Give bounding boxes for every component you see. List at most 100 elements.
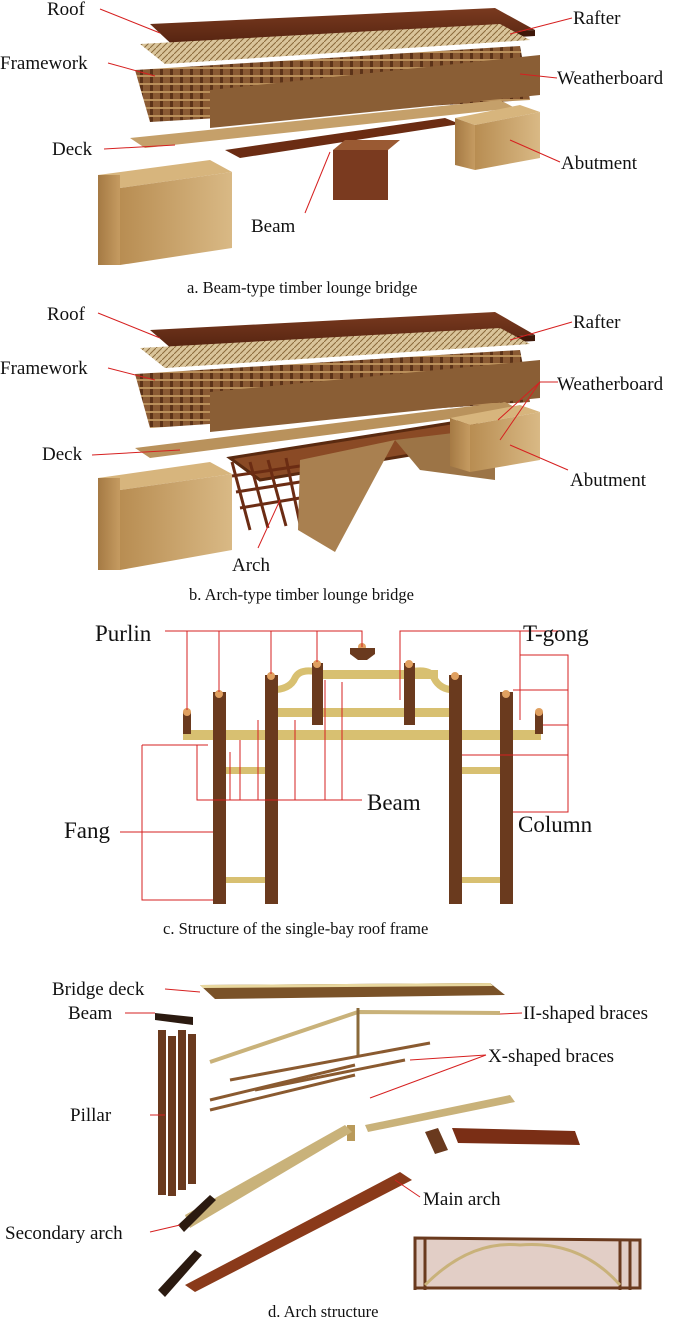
label-main-arch: Main arch bbox=[423, 1189, 501, 1210]
abutment-left bbox=[98, 160, 232, 188]
abutment-right-front bbox=[470, 412, 540, 472]
arch-panel bbox=[298, 440, 395, 552]
label-bridge-deck: Bridge deck bbox=[52, 979, 145, 1000]
leader-roof-a bbox=[99, 8, 161, 34]
leader-rafter-b bbox=[509, 321, 573, 341]
column-outer-right bbox=[500, 692, 513, 904]
caption-panel-a: a. Beam-type timber lounge bridge bbox=[187, 278, 417, 297]
leader-roof-b bbox=[97, 312, 161, 339]
short-post-left bbox=[183, 712, 191, 734]
label-x-braces: X-shaped braces bbox=[488, 1046, 614, 1067]
upper-beam bbox=[270, 708, 460, 717]
abutment-right-face bbox=[455, 118, 475, 170]
label-beam: Beam bbox=[68, 1003, 113, 1024]
label-weatherboard: Weatherboard bbox=[557, 374, 664, 395]
leader-weatherboard-a bbox=[519, 73, 558, 79]
caption-panel-b: b. Arch-type timber lounge bridge bbox=[189, 585, 414, 604]
rafter-layer bbox=[140, 328, 530, 368]
bridge-deck-top bbox=[200, 983, 493, 988]
pillars bbox=[158, 1030, 196, 1196]
abutment-right bbox=[450, 405, 540, 425]
label-pillar: Pillar bbox=[70, 1105, 112, 1126]
block-right bbox=[425, 1128, 448, 1154]
fang-lower-left bbox=[213, 877, 268, 883]
column-inner-right bbox=[449, 675, 462, 904]
column-outer-left bbox=[213, 692, 226, 904]
leader-beam-a bbox=[304, 151, 331, 214]
label-purlin: Purlin bbox=[95, 621, 152, 646]
fang-upper-right bbox=[455, 767, 510, 774]
column-inner-left bbox=[265, 675, 278, 904]
curved-beam-right bbox=[409, 667, 456, 694]
weatherboard-panel bbox=[210, 360, 540, 432]
label-secondary-arch: Secondary arch bbox=[5, 1223, 123, 1244]
purlin-ends bbox=[183, 643, 543, 716]
leader-framework-b bbox=[107, 367, 156, 381]
label-beam: Beam bbox=[367, 790, 421, 815]
abutment-right-front bbox=[475, 112, 540, 170]
t-gong-block bbox=[350, 648, 375, 660]
abutment-left bbox=[98, 462, 232, 490]
label-roof: Roof bbox=[47, 304, 86, 325]
leader-abutment-a bbox=[509, 139, 561, 163]
column-center-right bbox=[404, 663, 415, 725]
slab-right bbox=[452, 1128, 580, 1145]
x-braces bbox=[209, 1041, 431, 1112]
leader-ii-braces bbox=[499, 1012, 523, 1015]
label-deck: Deck bbox=[52, 139, 93, 160]
leader-bridge-deck bbox=[164, 988, 201, 993]
upper-arch-beam bbox=[365, 1095, 515, 1132]
leader-weatherboard-b2 bbox=[497, 381, 541, 421]
arch-frame-bottom bbox=[413, 1236, 642, 1290]
panel-b: Roof Rafter Framework Weatherboard Deck … bbox=[0, 304, 664, 604]
caption-panel-d: d. Arch structure bbox=[268, 1302, 378, 1321]
main-arch-small bbox=[158, 1250, 202, 1297]
beam-small bbox=[155, 1013, 193, 1025]
label-deck: Deck bbox=[42, 444, 83, 465]
caption-panel-c: c. Structure of the single-bay roof fram… bbox=[163, 919, 428, 938]
leaders-c bbox=[120, 630, 569, 901]
label-roof: Roof bbox=[47, 0, 86, 20]
leader-rafter-a bbox=[509, 17, 573, 35]
label-framework: Framework bbox=[0, 358, 88, 379]
leader-x-braces bbox=[409, 1054, 487, 1061]
pier-block bbox=[333, 150, 388, 200]
weatherboard-panel bbox=[210, 55, 540, 128]
label-fang: Fang bbox=[64, 818, 111, 843]
leader-abutment-b bbox=[509, 444, 569, 471]
abutment-left-front bbox=[98, 478, 120, 570]
small-block bbox=[347, 1125, 355, 1141]
leader-main-arch bbox=[394, 1179, 421, 1198]
label-framework: Framework bbox=[0, 53, 88, 74]
secondary-arch-piece bbox=[178, 1195, 216, 1232]
label-t-gong: T-gong bbox=[523, 621, 589, 646]
label-rafter: Rafter bbox=[573, 312, 621, 333]
label-column: Column bbox=[518, 812, 593, 837]
label-abutment: Abutment bbox=[561, 153, 638, 174]
label-beam: Beam bbox=[251, 216, 296, 237]
abutment-right-face bbox=[450, 418, 470, 472]
panel-a: Roof Rafter Framework Weatherboard Deck … bbox=[0, 0, 664, 297]
label-weatherboard: Weatherboard bbox=[557, 68, 664, 89]
main-arch bbox=[185, 1172, 412, 1292]
leader-deck-b bbox=[91, 449, 181, 456]
leader-x-braces-2 bbox=[369, 1054, 487, 1099]
leader-deck-a bbox=[103, 144, 176, 150]
label-rafter: Rafter bbox=[573, 8, 621, 29]
beam-plank bbox=[225, 118, 460, 158]
ii-braces bbox=[209, 1009, 501, 1064]
rafter-layer bbox=[140, 24, 530, 64]
abutment-left-face bbox=[120, 172, 232, 265]
abutment-left-face bbox=[120, 474, 232, 570]
curved-beam-left bbox=[269, 667, 319, 694]
abutment-left-front bbox=[98, 175, 120, 265]
deck-plank bbox=[135, 402, 520, 458]
main-beam bbox=[183, 730, 541, 740]
column-center-left bbox=[312, 663, 323, 725]
pier-top bbox=[333, 140, 400, 150]
leader-secondary-arch bbox=[149, 1224, 181, 1233]
secondary-arch bbox=[185, 1125, 352, 1228]
fang-lower-right bbox=[455, 877, 510, 883]
top-beam bbox=[318, 670, 438, 679]
panel-d: Bridge deck II-shaped braces Beam X-shap… bbox=[5, 979, 648, 1321]
